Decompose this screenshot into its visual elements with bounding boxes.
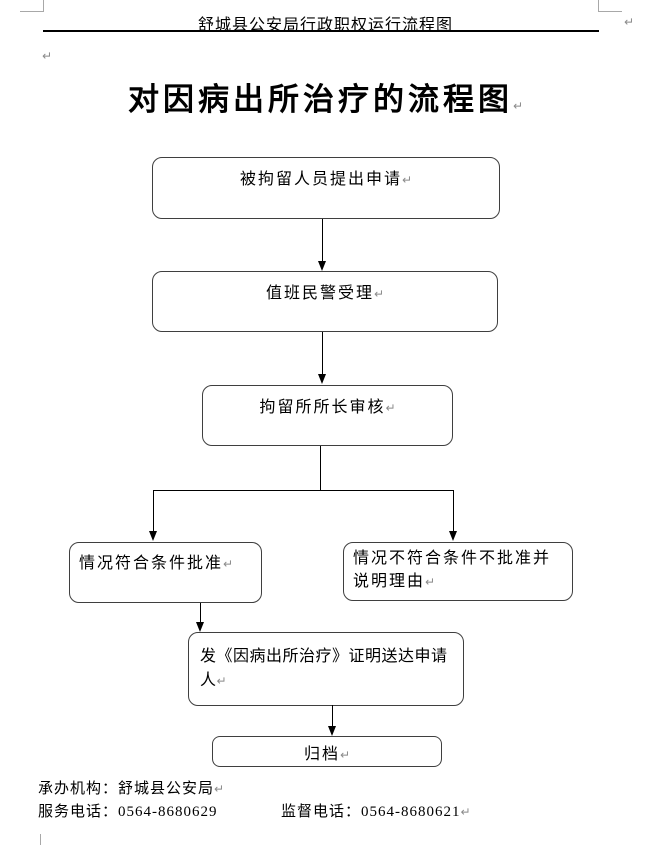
connector-line	[332, 705, 333, 728]
flow-node-label: 情况符合条件批准	[79, 555, 224, 572]
flow-node-archive: 归档↵	[212, 736, 442, 767]
page-title-text: 对因病出所治疗的流程图	[127, 82, 513, 117]
paragraph-mark: ↵	[385, 401, 396, 415]
arrow-down-icon	[149, 531, 157, 541]
paragraph-mark: ↵	[214, 782, 225, 796]
footer-supervision-phone: 监督电话：0564-8680621↵	[281, 800, 471, 821]
footer-supervision-phone-text: 监督电话：0564-8680621	[281, 804, 461, 820]
connector-line	[200, 603, 201, 624]
arrow-down-icon	[328, 726, 336, 736]
flow-node-label: 拘留所所长审核	[259, 399, 386, 416]
paragraph-mark: ↵	[425, 575, 436, 589]
flow-node-review: 拘留所所长审核↵	[202, 385, 453, 446]
paragraph-mark: ↵	[216, 674, 227, 688]
page-header-title: 舒城县公安局行政职权运行流程图	[197, 17, 453, 34]
paragraph-mark: ↵	[401, 173, 413, 187]
flow-node-acceptance: 值班民警受理↵	[152, 271, 498, 332]
page-title: 对因病出所治疗的流程图↵	[0, 74, 651, 119]
flow-node-label: 情况不符合条件不批准并说明理由	[353, 550, 552, 590]
footer-service-phone-text: 服务电话：0564-8680629	[38, 804, 218, 820]
paragraph-mark: ↵	[42, 49, 53, 63]
paragraph-mark: ↵	[373, 287, 385, 301]
connector-line	[453, 490, 454, 533]
connector-line	[153, 490, 454, 491]
flow-node-label: 发《因病出所治疗》证明送达申请人	[200, 648, 448, 689]
paragraph-mark: ↵	[339, 748, 351, 762]
flow-node-application: 被拘留人员提出申请↵	[152, 157, 500, 219]
flow-node-label: 值班民警受理	[265, 285, 374, 302]
arrow-down-icon	[196, 622, 204, 632]
connector-line	[322, 219, 323, 263]
footer-agency-text: 承办机构：舒城县公安局	[38, 781, 215, 797]
paragraph-mark: ↵	[512, 99, 524, 113]
arrow-down-icon	[449, 531, 457, 541]
flow-node-certificate: 发《因病出所治疗》证明送达申请人↵	[188, 632, 464, 706]
connector-line	[153, 490, 154, 533]
flow-node-approved: 情况符合条件批准↵	[69, 542, 262, 603]
flow-node-rejected: 情况不符合条件不批准并说明理由↵	[343, 542, 573, 601]
flow-node-label: 归档	[303, 746, 340, 763]
connector-line	[320, 446, 321, 490]
footer-service-phone: 服务电话：0564-8680629	[38, 800, 218, 821]
margin-corner-mark-top-left	[20, 0, 44, 12]
footer-agency-line: 承办机构：舒城县公安局↵	[38, 777, 224, 798]
margin-corner-mark-top-right	[598, 0, 622, 12]
paragraph-mark: ↵	[624, 15, 635, 29]
flow-node-label: 被拘留人员提出申请	[239, 171, 402, 188]
arrow-down-icon	[318, 374, 326, 384]
header-underline	[43, 30, 599, 32]
paragraph-mark: ↵	[460, 805, 471, 819]
margin-corner-mark-bottom-left	[40, 834, 43, 845]
paragraph-mark: ↵	[223, 557, 234, 571]
arrow-down-icon	[318, 261, 326, 271]
connector-line	[322, 332, 323, 376]
